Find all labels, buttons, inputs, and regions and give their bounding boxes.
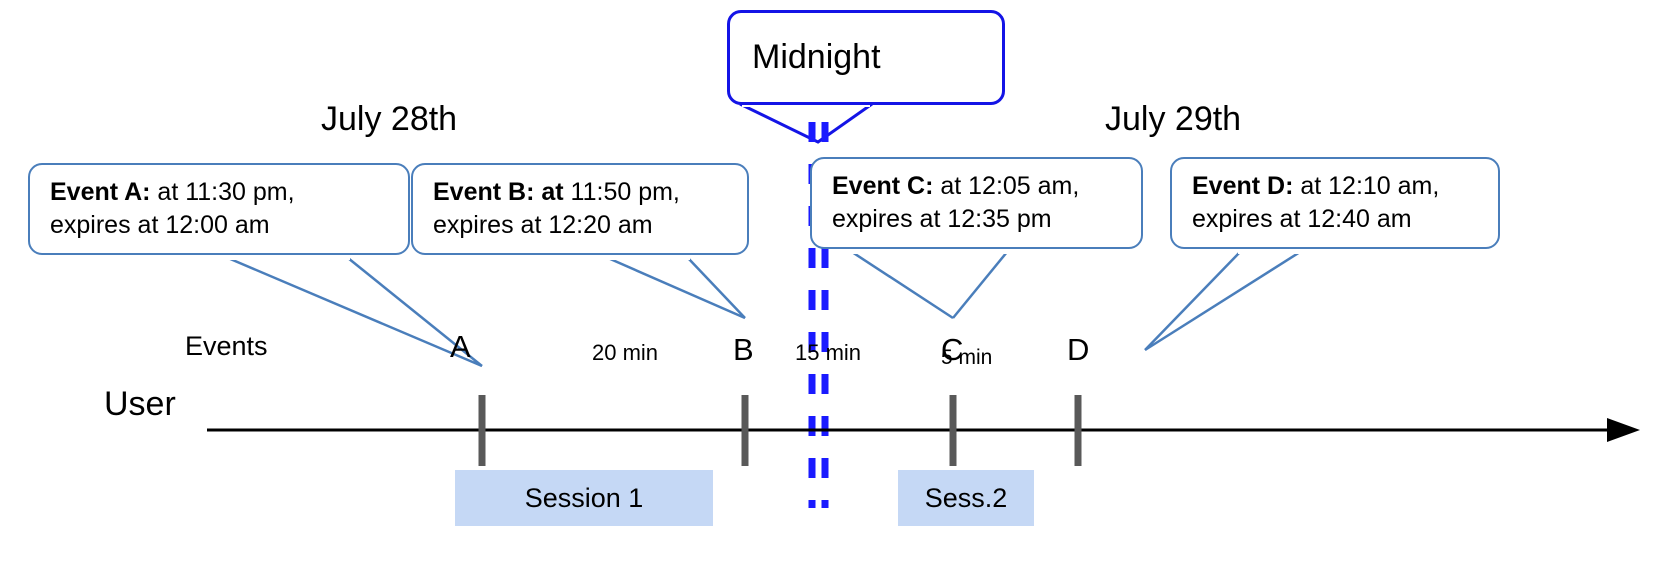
callout-event-a-bold: Event A: xyxy=(50,178,151,206)
event-letter-d: D xyxy=(1067,332,1090,367)
session-block-2: Sess.2 xyxy=(898,470,1034,526)
callout-event-b: Event B: at 11:50 pm, expires at 12:20 a… xyxy=(411,163,749,255)
midnight-label: Midnight xyxy=(752,38,881,76)
event-letter-c: C xyxy=(941,332,964,367)
session-2-label: Sess.2 xyxy=(924,482,1008,513)
callout-event-b-bold: Event B: at xyxy=(433,178,564,206)
callout-event-a: Event A: at 11:30 pm, expires at 12:00 a… xyxy=(28,163,410,255)
callout-event-b-line2: expires at 12:20 am xyxy=(433,211,653,239)
session-block-1: Session 1 xyxy=(455,470,713,526)
event-letter-b: B xyxy=(733,332,754,367)
callout-event-c-rest: at 12:05 am, xyxy=(933,172,1080,200)
gap-label-cd: 5 min xyxy=(941,346,993,369)
date-label-july-28: July 28th xyxy=(321,100,458,138)
timeline-arrowhead xyxy=(1607,418,1640,442)
callout-event-c-line2: expires at 12:35 pm xyxy=(832,205,1052,233)
leader-line-event-b-2 xyxy=(687,257,746,319)
session-1-label: Session 1 xyxy=(524,482,644,513)
callout-event-c: Event C: at 12:05 am, expires at 12:35 p… xyxy=(810,157,1143,249)
date-label-july-29: July 29th xyxy=(1105,100,1242,138)
callout-event-c-bold: Event C: xyxy=(832,172,934,200)
midnight-callout-tail xyxy=(739,102,873,144)
callout-event-b-rest: 11:50 pm, xyxy=(563,178,680,206)
gap-label-ab: 20 min xyxy=(592,340,659,365)
callout-event-d-bold: Event D: xyxy=(1192,172,1294,200)
midnight-callout: Midnight xyxy=(727,10,1005,105)
callout-event-d-rest: at 12:10 am, xyxy=(1293,172,1440,200)
leader-line-event-d-1 xyxy=(1144,251,1241,351)
row-label-user: User xyxy=(104,385,176,423)
leader-line-event-c-1 xyxy=(851,250,954,320)
callout-event-d: Event D: at 12:10 am, expires at 12:40 a… xyxy=(1170,157,1500,249)
row-label-events: Events xyxy=(185,331,268,361)
callout-event-d-line2: expires at 12:40 am xyxy=(1192,205,1412,233)
leader-line-event-b-1 xyxy=(607,256,746,320)
gap-label-bc: 15 min xyxy=(795,340,862,365)
callout-event-a-line2: expires at 12:00 am xyxy=(50,211,270,239)
event-letter-a: A xyxy=(450,329,471,364)
callout-event-a-rest: at 11:30 pm, xyxy=(150,178,295,206)
leader-line-event-c-2 xyxy=(952,251,1008,319)
leader-line-event-d-2 xyxy=(1144,250,1301,352)
